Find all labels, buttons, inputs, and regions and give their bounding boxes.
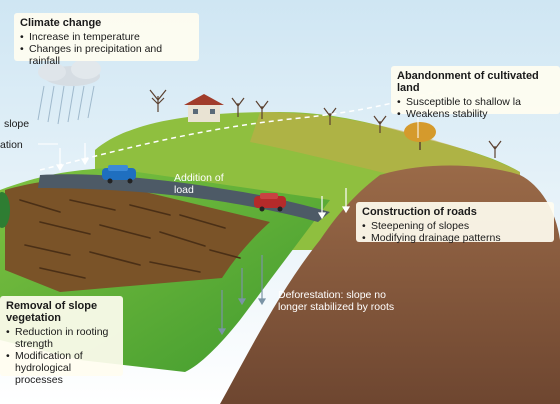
climate-change-title: Climate change (20, 17, 102, 29)
abandonment-callout: Abandonment of cultivated land Susceptib… (391, 66, 560, 120)
load-arrows (55, 143, 351, 220)
edge-label-slope: slope (4, 118, 30, 130)
roads-item-2: Modifying drainage patterns (362, 232, 548, 244)
abandonment-item-2: Weakens stability (397, 108, 554, 120)
rain-streaks (37, 85, 95, 125)
farmhouse (184, 94, 224, 122)
roads-callout: Construction of roads Steepening of slop… (356, 202, 554, 244)
autumn-tree (404, 122, 436, 150)
red-car (254, 193, 286, 212)
green-tree-left (0, 192, 10, 228)
abandonment-title: Abandonment of cultivated land (397, 70, 539, 94)
removal-title: Removal of slope vegetation (6, 300, 98, 324)
roads-item-1: Steepening of slopes (362, 220, 548, 232)
root-arrows (217, 255, 267, 336)
removal-callout: Removal of slope vegetation Reduction in… (0, 296, 123, 386)
deforestation-label: Deforestation: slope no longer stabilize… (278, 289, 395, 313)
blue-car (102, 165, 136, 184)
bare-trees (149, 89, 502, 158)
climate-change-callout: Climate change Increase in temperature C… (14, 13, 199, 67)
removal-item-1: Reduction in rooting strength (6, 326, 117, 350)
abandonment-item-1: Susceptible to shallow la (397, 96, 554, 108)
climate-item-1: Increase in temperature (20, 31, 193, 43)
roads-title: Construction of roads (362, 206, 477, 218)
edge-label-ation: ation (0, 139, 23, 151)
fallen-logs (19, 199, 241, 279)
road (38, 174, 330, 222)
climate-item-2: Changes in precipitation and rainfall (20, 43, 193, 67)
rain-cloud (37, 59, 101, 125)
slope-outline (39, 89, 441, 171)
removal-item-2: Modification of hydrological processes (6, 350, 117, 386)
debris-area (5, 179, 270, 292)
addition-of-load-label: Addition of load (174, 172, 224, 196)
